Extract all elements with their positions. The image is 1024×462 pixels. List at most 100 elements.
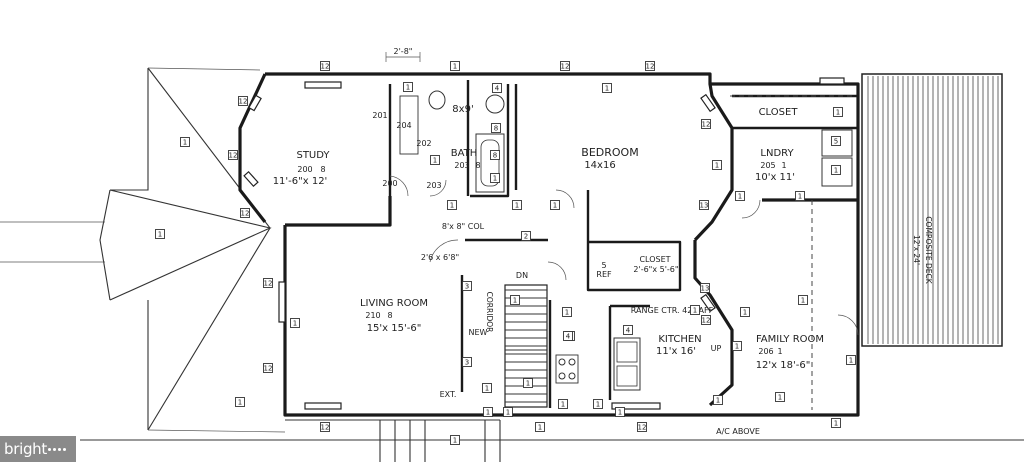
plan-tag: 1 (510, 295, 520, 305)
plan-tag-number: 1 (453, 437, 457, 445)
plan-tag: 1 (735, 191, 745, 201)
range-note: RANGE CTR. 42" AFF (631, 306, 714, 315)
plan-tag: 1 (450, 435, 460, 445)
plan-tag: 1 (290, 318, 300, 328)
plan-tag: 1 (602, 83, 612, 93)
opening-top-note: 8'x 8" COL (442, 222, 485, 231)
deck-size: 12'x 24' (912, 235, 921, 265)
plan-tag: 1 (503, 407, 513, 417)
tags: 1211212112121211211211211211111233444111… (155, 61, 856, 445)
plan-tag: 1 (798, 295, 808, 305)
plan-tag-number: 1 (801, 297, 805, 305)
plan-tag: 1 (155, 229, 165, 239)
laundry-size: 10'x 11' (755, 172, 795, 183)
room-labels: STUDY 200 8 11'-6"x 12' BATH 203 8 8x9' … (273, 104, 824, 371)
door-200: 200 (382, 179, 397, 188)
plan-tag: 1 (712, 160, 722, 170)
plan-tag-number: 1 (778, 394, 782, 402)
plan-tag: 12 (240, 208, 250, 218)
plan-tag-number: 1 (715, 162, 719, 170)
study-tag: 8 (320, 165, 325, 174)
door-202: 202 (416, 139, 431, 148)
plan-tag: 1 (430, 155, 440, 165)
closet-top-name: CLOSET (759, 107, 799, 118)
plan-tag-number: 12 (702, 121, 711, 129)
opening-left-note: 2'6 x 6'8" (421, 253, 459, 262)
plan-tag-number: 1 (553, 202, 557, 210)
bath-number: 203 (454, 161, 469, 170)
plan-tag-number: 12 (264, 280, 273, 288)
left-roof (0, 67, 286, 433)
plan-tag: 1 (795, 191, 805, 201)
plan-tag-number: 1 (406, 84, 410, 92)
plan-tag-number: 1 (453, 63, 457, 71)
plan-tag: 1 (562, 307, 572, 317)
plan-tag: 1 (831, 418, 841, 428)
laundry-name: LNDRY (760, 148, 794, 159)
closet-mid-name: CLOSET (639, 255, 670, 264)
plan-tag-number: 1 (183, 139, 187, 147)
plan-tag: 12 (701, 119, 711, 129)
laundry-tag: 1 (781, 161, 786, 170)
plan-tag-number: 12 (241, 210, 250, 218)
plan-tag-number: 3 (465, 283, 469, 291)
plan-tag-number: 1 (538, 424, 542, 432)
ac-above-note: A/C ABOVE (716, 427, 760, 436)
plan-tag: 5 (831, 136, 841, 146)
plan-tag: 1 (740, 307, 750, 317)
plan-tag: 12 (320, 61, 330, 71)
plan-tag-number: 1 (735, 343, 739, 351)
plan-tag: 1 (523, 378, 533, 388)
living-name: LIVING ROOM (360, 298, 428, 309)
plan-tag: 1 (713, 395, 723, 405)
plan-tag: 12 (560, 61, 570, 71)
plan-tag: 1 (775, 392, 785, 402)
plan-tag-number: 1 (238, 399, 242, 407)
kitchen-fixtures (555, 337, 641, 391)
new-note: NEW (469, 328, 488, 337)
plan-tag: 13 (700, 283, 710, 293)
plan-tag-number: 12 (638, 424, 647, 432)
plan-tag-number: 1 (716, 397, 720, 405)
plan-tag: 1 (833, 107, 843, 117)
plan-tag: 1 (831, 165, 841, 175)
top-dimension: 2'-8" (394, 47, 413, 56)
plan-tag: 1 (512, 200, 522, 210)
plan-tag: 12 (637, 422, 647, 432)
bath-name: BATH (451, 148, 478, 159)
up-note: UP (711, 344, 722, 353)
closet-mid-size: 2'-6"x 5'-6" (633, 265, 678, 274)
plan-tag-number: 12 (702, 317, 711, 325)
plan-tag: 3 (462, 281, 472, 291)
plan-tag-number: 12 (646, 63, 655, 71)
plan-tag-number: 8 (494, 125, 498, 133)
bath-size: 8x9' (452, 104, 473, 115)
laundry-number: 205 (760, 161, 775, 170)
kitchen-name: KITCHEN (658, 334, 701, 345)
plan-tag: 12 (320, 422, 330, 432)
plan-tag-number: 1 (561, 401, 565, 409)
plan-tag-number: 1 (158, 231, 162, 239)
composite-deck: COMPOSITE DECK 12'x 24' (861, 73, 1003, 347)
plan-tag: 4 (623, 325, 633, 335)
plan-tag-number: 13 (700, 202, 709, 210)
plan-tag-number: 4 (566, 333, 571, 341)
plan-tag-number: 12 (239, 98, 248, 106)
plan-tag: 1 (450, 61, 460, 71)
plan-tag: 8 (491, 123, 501, 133)
plan-tag-number: 4 (626, 327, 631, 335)
plan-tag-number: 1 (565, 309, 569, 317)
plan-tag: 4 (492, 83, 502, 93)
plan-tag-number: 1 (849, 357, 853, 365)
door-203: 203 (426, 181, 441, 190)
plan-tag-number: 3 (465, 359, 469, 367)
plan-tag: 1 (550, 200, 560, 210)
plan-tag: 1 (690, 305, 700, 315)
plan-tag: 12 (701, 315, 711, 325)
door-swings (389, 175, 859, 336)
plan-tag-number: 1 (738, 193, 742, 201)
watermark-logo: bright (0, 436, 76, 462)
plan-tag-number: 1 (836, 109, 840, 117)
plan-tag: 1 (846, 355, 856, 365)
